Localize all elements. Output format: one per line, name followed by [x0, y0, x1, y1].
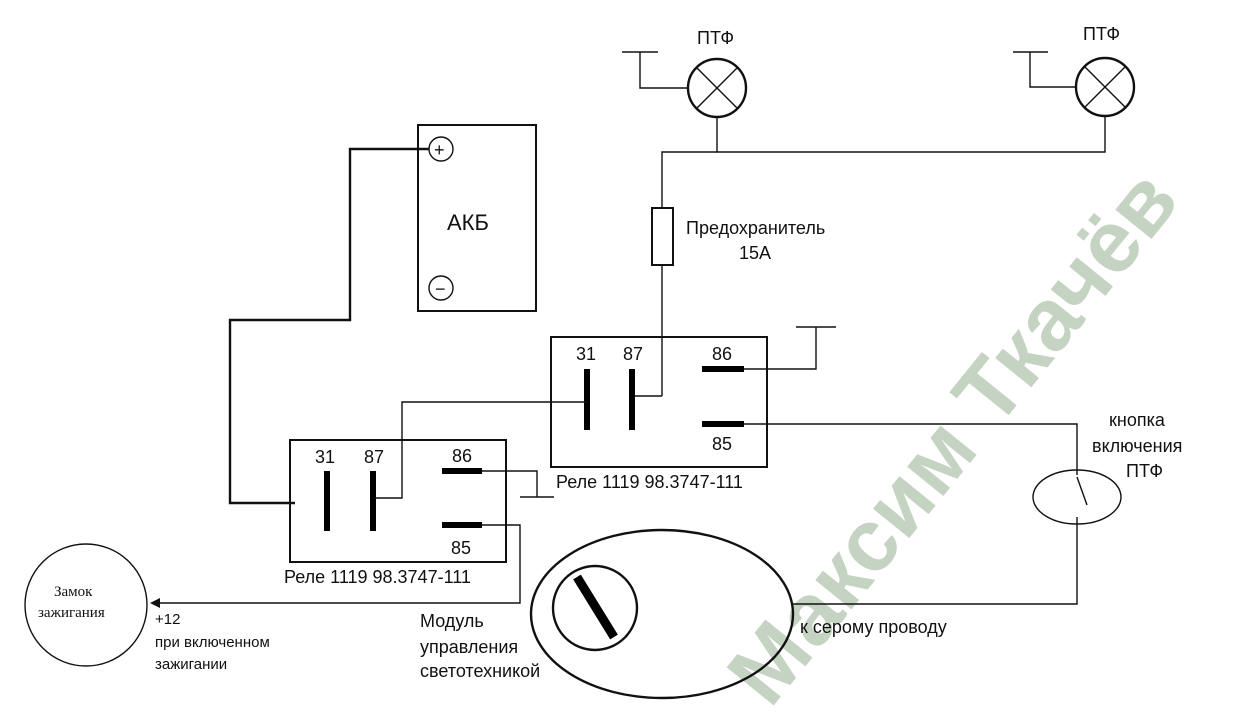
battery-minus-sign: −: [435, 279, 446, 299]
light-control-module: [529, 528, 795, 700]
battery-plus-sign: +: [434, 140, 445, 160]
battery: [417, 124, 537, 312]
ignition-label-2: зажигания: [38, 605, 105, 621]
fuse: [651, 207, 674, 266]
button-label-1: кнопка: [1109, 410, 1166, 430]
relay-left-label: Реле 1119 98.3747-111: [284, 567, 471, 587]
relay-left: [289, 439, 507, 563]
relay-right-pin-86: 86: [712, 344, 732, 364]
gray-wire-label: к серому проводу: [800, 617, 947, 637]
relay-left-pin-86: 86: [452, 446, 472, 466]
button-label-2: включения: [1092, 436, 1182, 456]
battery-minus-terminal: [428, 275, 454, 301]
button-label-3: ПТФ: [1126, 461, 1163, 481]
plus12-label-1: +12: [155, 611, 180, 628]
ignition-label-1: Замок: [54, 584, 93, 600]
fog-lamp-right: [1013, 51, 1136, 118]
arrow-icon: [150, 598, 160, 608]
fog-lamp-left: [622, 51, 748, 119]
relay-right-pin-87: 87: [623, 344, 643, 364]
module-label-3: светотехникой: [420, 661, 540, 681]
lamp-right-label: ПТФ: [1083, 24, 1120, 44]
module-label-2: управления: [420, 637, 518, 657]
relay-left-pin-85: 85: [451, 538, 471, 558]
relay-right-pin-31: 31: [576, 344, 596, 364]
module-label-1: Модуль: [420, 611, 484, 631]
plus12-label-3: зажигании: [155, 656, 227, 673]
fuse-label: Предохранитель: [686, 218, 825, 238]
relay-right-label: Реле 1119 98.3747-111: [556, 472, 743, 492]
relay-left-pin-31: 31: [315, 447, 335, 467]
light-switch-knob: [551, 564, 639, 652]
plus12-label-2: при включенном: [155, 634, 270, 651]
lamp-left-label: ПТФ: [697, 28, 734, 48]
battery-label: АКБ: [447, 210, 489, 235]
button-switch-contact: [1076, 476, 1088, 506]
fuse-rating: 15А: [739, 243, 771, 263]
relay-left-pin-87: 87: [364, 447, 384, 467]
relay-right-pin-85: 85: [712, 434, 732, 454]
ignition-switch: [24, 543, 148, 667]
fog-light-button: [1032, 469, 1122, 525]
